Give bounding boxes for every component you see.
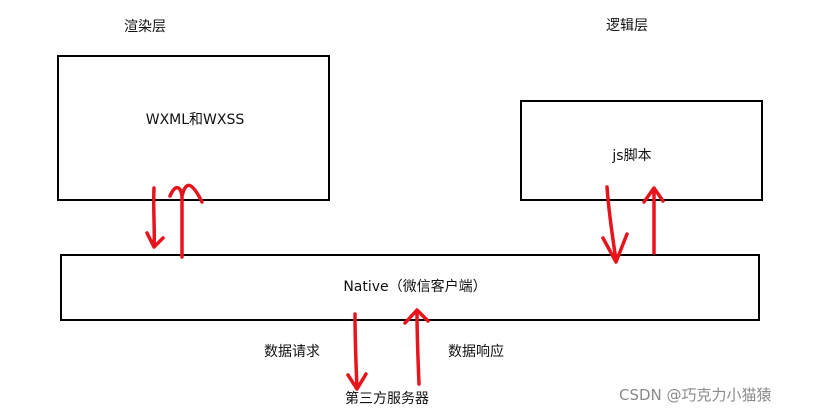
logic-layer-box: js脚本	[520, 100, 763, 201]
render-layer-title: 渲染层	[124, 19, 166, 35]
arrow-data-response	[403, 308, 430, 386]
arrow-data-request	[346, 312, 368, 391]
native-box: Native（微信客户端）	[60, 254, 760, 321]
third-party-server-label: 第三方服务器	[345, 391, 429, 407]
logic-layer-title: 逻辑层	[606, 18, 648, 34]
watermark: CSDN @巧克力小猫猿	[619, 386, 772, 404]
render-layer-box: WXML和WXSS	[57, 55, 330, 201]
js-script-label: js脚本	[612, 148, 652, 164]
wxml-wxss-label: WXML和WXSS	[145, 112, 245, 128]
native-label: Native（微信客户端）	[343, 279, 487, 295]
data-response-label: 数据响应	[448, 344, 504, 360]
data-request-label: 数据请求	[264, 344, 320, 360]
